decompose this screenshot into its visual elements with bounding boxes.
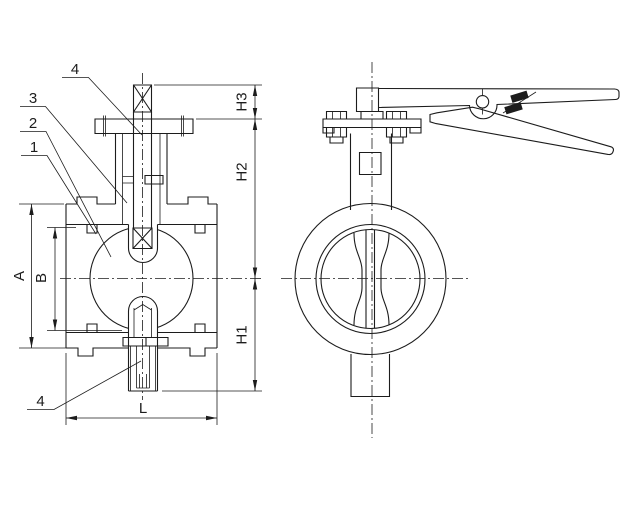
side-view-with-lever [281,62,620,438]
top-stem-boss [127,224,159,263]
leader-part4-bottom [27,360,142,410]
seat-ring-inner [320,228,421,330]
stem-bore-lines [122,133,161,225]
stem-square-section [358,151,382,176]
body-rings [294,202,447,356]
plate-feet [322,127,422,134]
dim-label-H3: H3 [234,92,251,111]
handle-hub [355,87,384,120]
ratchet-block-upper [510,90,529,103]
body-outer-circle [294,202,447,356]
leader-part4-top [62,77,143,136]
trigger-lever [429,106,615,156]
dim-A-lines [19,203,70,349]
bolt-nut-left [325,126,348,144]
dim-label-L: L [139,400,147,417]
stem-shaft [132,112,153,228]
dim-label-A: A [11,271,28,281]
dim-H-lines [154,84,262,392]
neck-and-mounting-plate [94,84,194,228]
bottom-shaft-detail [130,346,156,391]
dimension-annotations: A B H3 H2 H1 L [11,84,262,425]
valve-body-outline [65,196,218,357]
handle-main-bar [378,87,620,120]
leader-part1 [21,155,97,235]
callout-part3: 3 [29,90,37,107]
dim-label-B: B [33,273,50,283]
side-neck-walls [349,133,393,210]
top-mounting-plate [94,118,194,135]
lever-handle [355,87,620,156]
ratchet-block-lower [504,102,523,115]
stem-through-disc [365,230,376,328]
ratchet-screw-axis [502,91,537,114]
bolt-head-left [325,110,348,120]
callout-part1: 1 [30,139,38,156]
leader-part3 [20,106,128,204]
pivot-hole [475,95,490,109]
leader-part2 [20,131,112,258]
dim-label-H2: H2 [234,162,251,181]
stem-section-cross [132,227,153,250]
seat-ring-outer [315,223,426,335]
callout-part4-bottom: 4 [36,393,44,410]
dim-label-H1: H1 [234,325,251,344]
mounting-bolts [325,110,408,144]
bottom-gland [122,336,169,347]
plate-bolt-marks [103,115,184,137]
bolt-head-right [385,110,408,120]
part-callouts: 4 3 2 1 4 [20,61,143,410]
dim-B-lines [47,227,122,331]
callout-part2: 2 [29,115,37,132]
bottom-stem-boss [122,296,169,392]
disc-edge-profile [353,230,390,328]
neck-walls [114,133,168,204]
packing-gland [144,174,164,185]
side-bottom-boss [350,354,391,398]
callout-part4-top: 4 [71,61,79,78]
bolt-nut-right [385,126,408,144]
dim-L-lines [65,353,218,425]
front-section-view [60,73,262,400]
